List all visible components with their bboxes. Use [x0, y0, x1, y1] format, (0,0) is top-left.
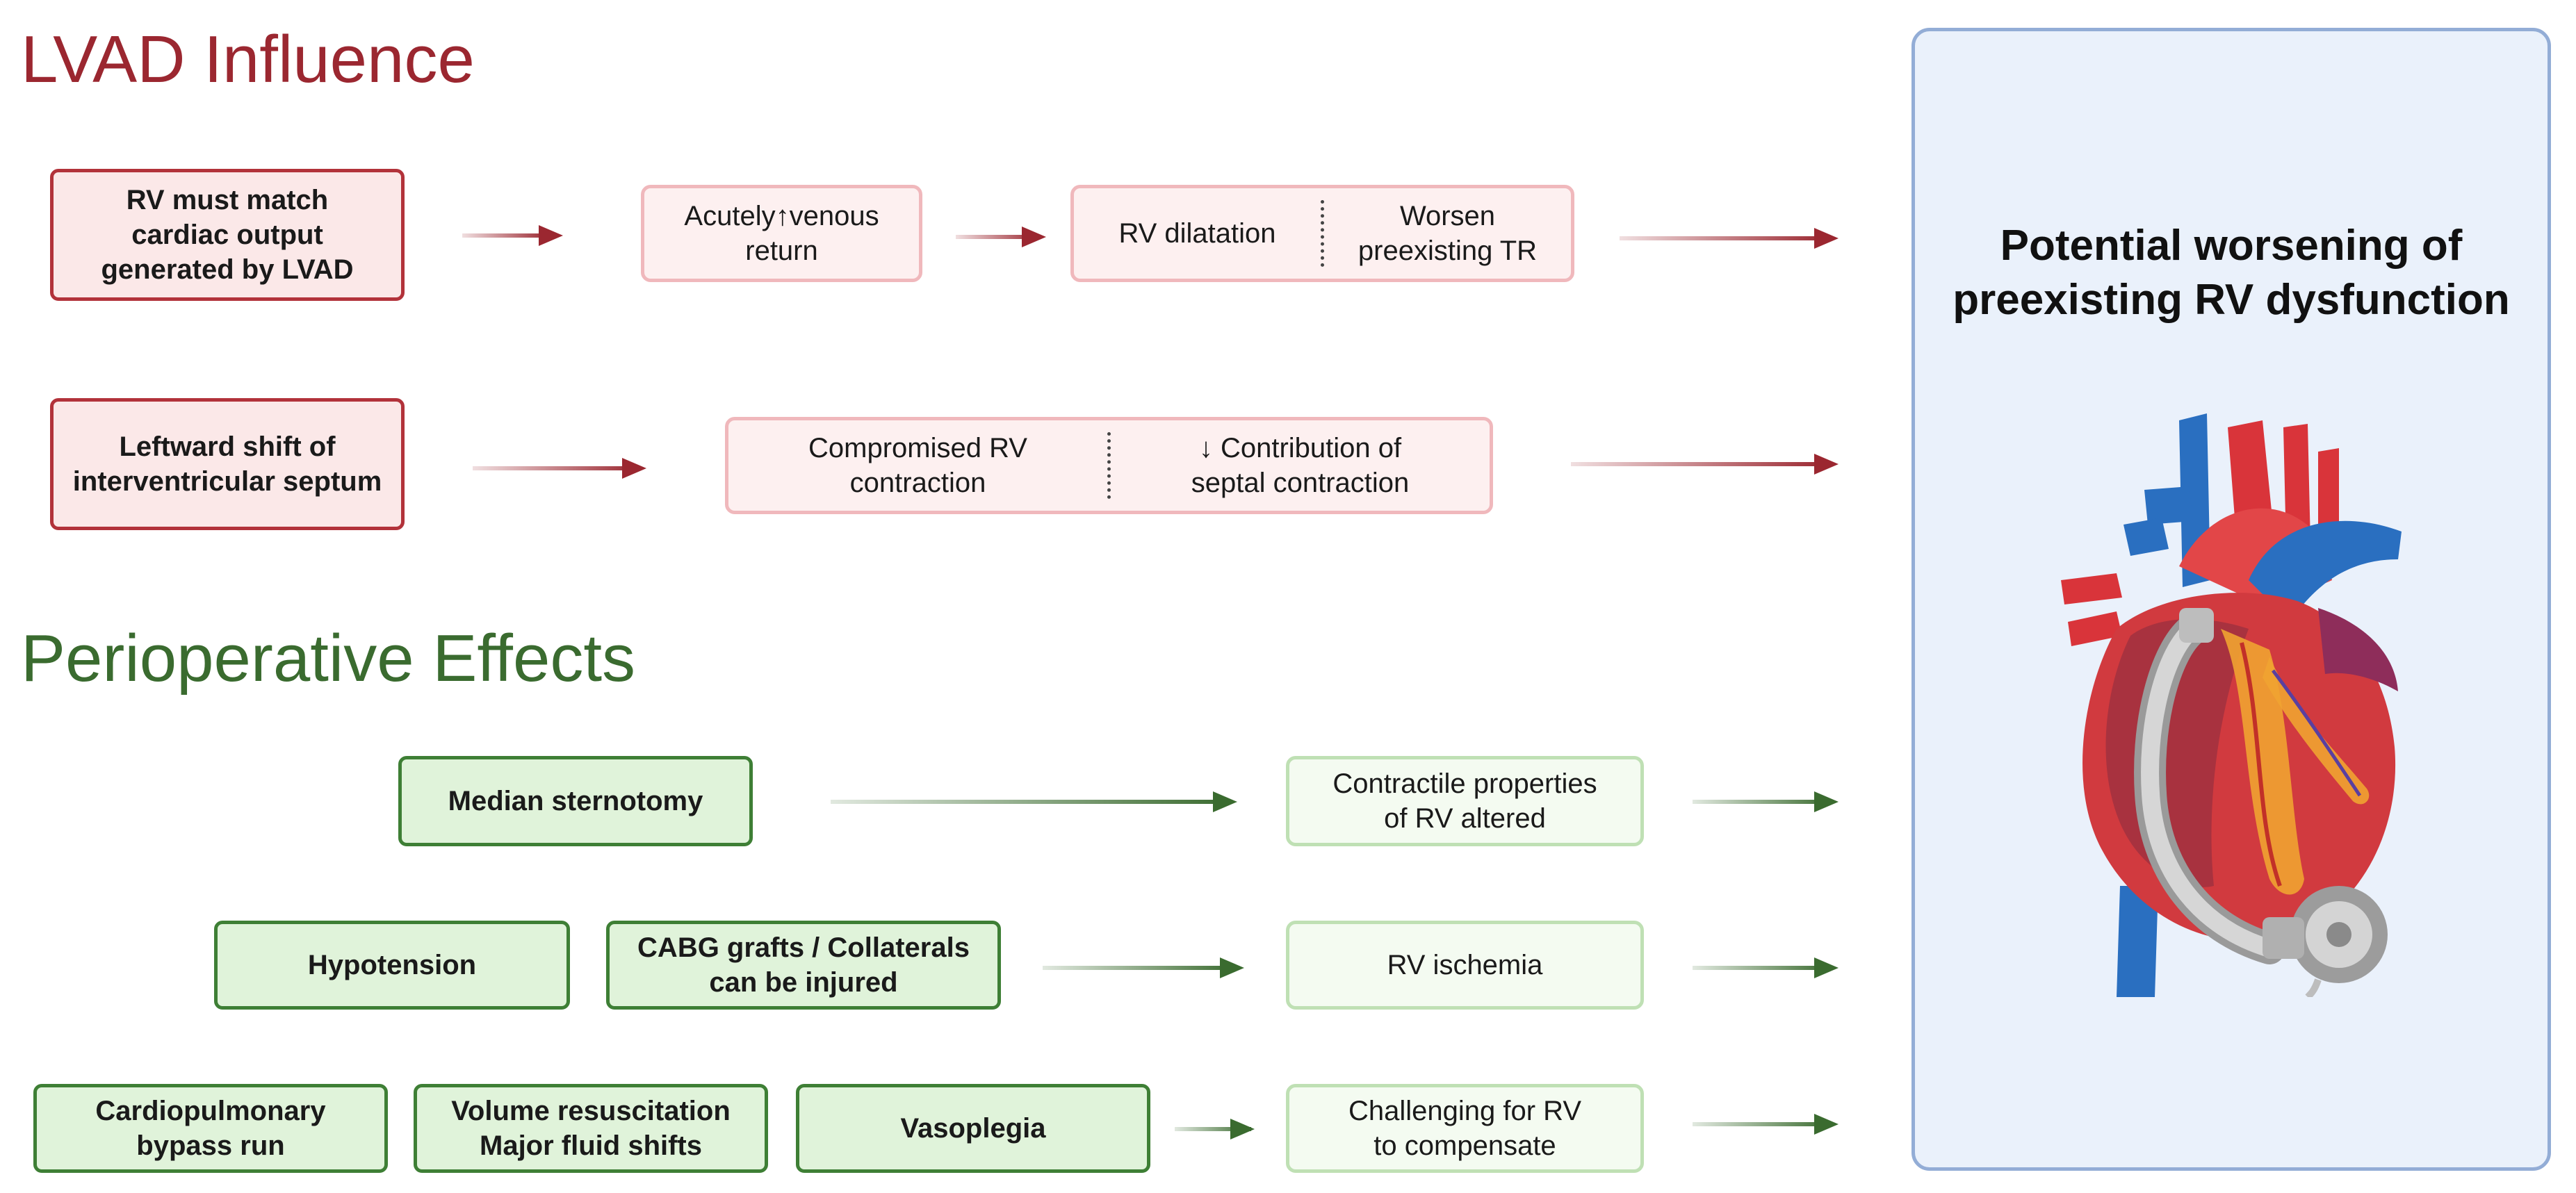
periop-effect-compensate: Challenging for RV to compensate [1286, 1084, 1644, 1173]
arrow-right-icon [1043, 957, 1244, 978]
rv-dilatation-label: RV dilatation [1118, 218, 1276, 249]
outcome-title: Potential worsening of preexisting RV dy… [1953, 222, 2510, 324]
periop-cause-median-sternotomy: Median sternotomy [398, 756, 753, 846]
periop-effect-contractile: Contractile properties of RV altered [1286, 756, 1644, 846]
arrow-right-icon [1175, 1119, 1255, 1139]
septal-contribution-label: ↓ Contribution of septal contraction [1191, 433, 1410, 498]
lvad-step-venous-return: Acutely↑venous return [641, 185, 922, 282]
arrow-right-icon [1571, 454, 1839, 475]
periop-cause-hypotension: Hypotension [214, 921, 570, 1010]
periop-effect-rv-ischemia: RV ischemia [1286, 921, 1644, 1010]
lvad-step-rv-dilatation: RV dilatation Worsen preexisting TR [1070, 185, 1574, 282]
arrow-right-icon [956, 227, 1046, 247]
periop-heading: Perioperative Effects [21, 621, 636, 696]
worsen-tr-label: Worsen preexisting TR [1358, 201, 1538, 266]
divider-dotted [1321, 200, 1324, 267]
arrow-right-icon [473, 458, 646, 479]
lvad-effect-rv-contraction: Compromised RV contraction ↓ Contributio… [725, 417, 1493, 514]
outcome-panel: Potential worsening of preexisting RV dy… [1911, 28, 2551, 1171]
periop-cause-volume-resuscitation: Volume resuscitation Major fluid shifts [414, 1084, 768, 1173]
periop-cause-vasoplegia: Vasoplegia [796, 1084, 1150, 1173]
compromised-rv-label: Compromised RV contraction [808, 433, 1027, 498]
periop-cause-bypass-run: Cardiopulmonary bypass run [33, 1084, 388, 1173]
arrow-right-icon [1620, 228, 1839, 249]
heart-with-lvad-icon [2061, 413, 2402, 997]
arrow-right-icon [1693, 791, 1839, 812]
arrow-right-icon [462, 225, 563, 246]
lvad-heading: LVAD Influence [21, 22, 475, 97]
divider-dotted [1107, 432, 1111, 499]
arrow-right-icon [831, 791, 1237, 812]
arrow-right-icon [1693, 1114, 1839, 1135]
arrow-right-icon [1693, 957, 1839, 978]
periop-cause-cabg-grafts: CABG grafts / Collaterals can be injured [606, 921, 1001, 1010]
lvad-cause-septal-shift: Leftward shift of interventricular septu… [50, 398, 405, 530]
lvad-cause-cardiac-output: RV must match cardiac output generated b… [50, 169, 405, 301]
